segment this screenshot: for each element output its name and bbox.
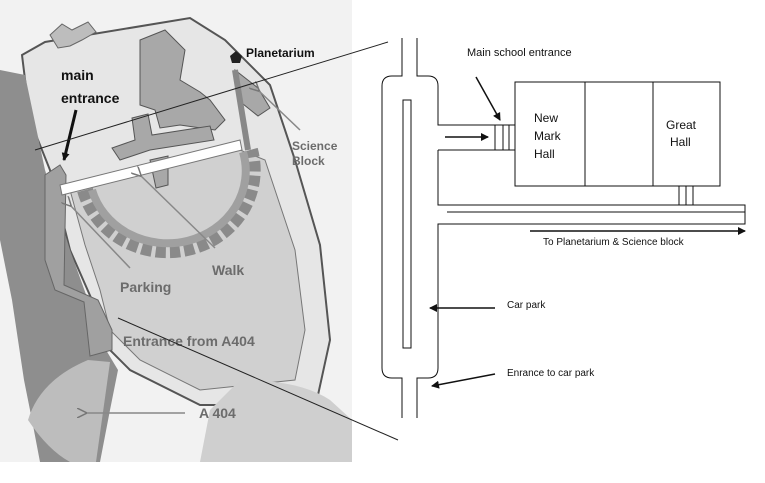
planetarium-label: Planetarium <box>246 46 315 60</box>
road-verge <box>28 360 110 462</box>
diagram-arrows <box>429 76 746 389</box>
covered-walkway <box>59 139 243 196</box>
science-arrow <box>258 90 301 131</box>
drive-right-edge-top <box>416 38 495 126</box>
car-park-entrance-label: Enrance to car park <box>507 368 595 379</box>
hall-block <box>514 81 721 187</box>
field-south <box>200 380 352 462</box>
arrow-car-park-entrance <box>431 373 496 389</box>
parking-arrow <box>70 205 131 269</box>
main-school-entrance-label: Main school entrance <box>467 47 572 59</box>
car-park-island <box>402 99 412 349</box>
planetarium-marker <box>230 51 242 63</box>
connector-bottom <box>117 317 399 441</box>
site-diagram <box>381 38 746 418</box>
science-label-1: Science <box>292 139 338 153</box>
drive-left-edge <box>381 38 403 418</box>
main-entrance-label-1: main <box>61 67 94 83</box>
walk-arrow <box>140 175 216 249</box>
walkway-link <box>232 69 251 151</box>
main-entrance-steps <box>494 124 516 151</box>
walk-label: Walk <box>212 262 244 278</box>
main-building <box>139 29 226 131</box>
great-hall-label-2: Hall <box>670 135 691 149</box>
access-drive <box>44 164 113 357</box>
outbuilding <box>49 21 97 49</box>
drive-right-edge-bottom <box>416 150 746 418</box>
a404-label: A 404 <box>199 405 236 421</box>
parking-label: Parking <box>120 279 171 295</box>
great-hall-label-1: Great <box>666 118 697 132</box>
connector-top <box>34 41 389 151</box>
new-mark-hall-label-1: New <box>534 111 558 125</box>
cross-building <box>111 113 215 161</box>
new-mark-hall-label-3: Hall <box>534 147 555 161</box>
main-entrance-arrow <box>61 109 78 161</box>
main-entrance-label-2: entrance <box>61 90 120 106</box>
car-park-label: Car park <box>507 300 546 311</box>
crenellated-walk <box>88 150 250 248</box>
to-planetarium-label: To Planetarium & Science block <box>543 237 685 248</box>
entrance-a404-label: Entrance from A404 <box>123 333 255 349</box>
arrow-main-school-entrance <box>475 76 501 121</box>
new-mark-hall-label-2: Mark <box>534 129 562 143</box>
site-map: main entrance Planetarium Science Block … <box>0 0 352 462</box>
science-label-2: Block <box>292 154 325 168</box>
crenellated-walk-outer <box>77 147 261 259</box>
